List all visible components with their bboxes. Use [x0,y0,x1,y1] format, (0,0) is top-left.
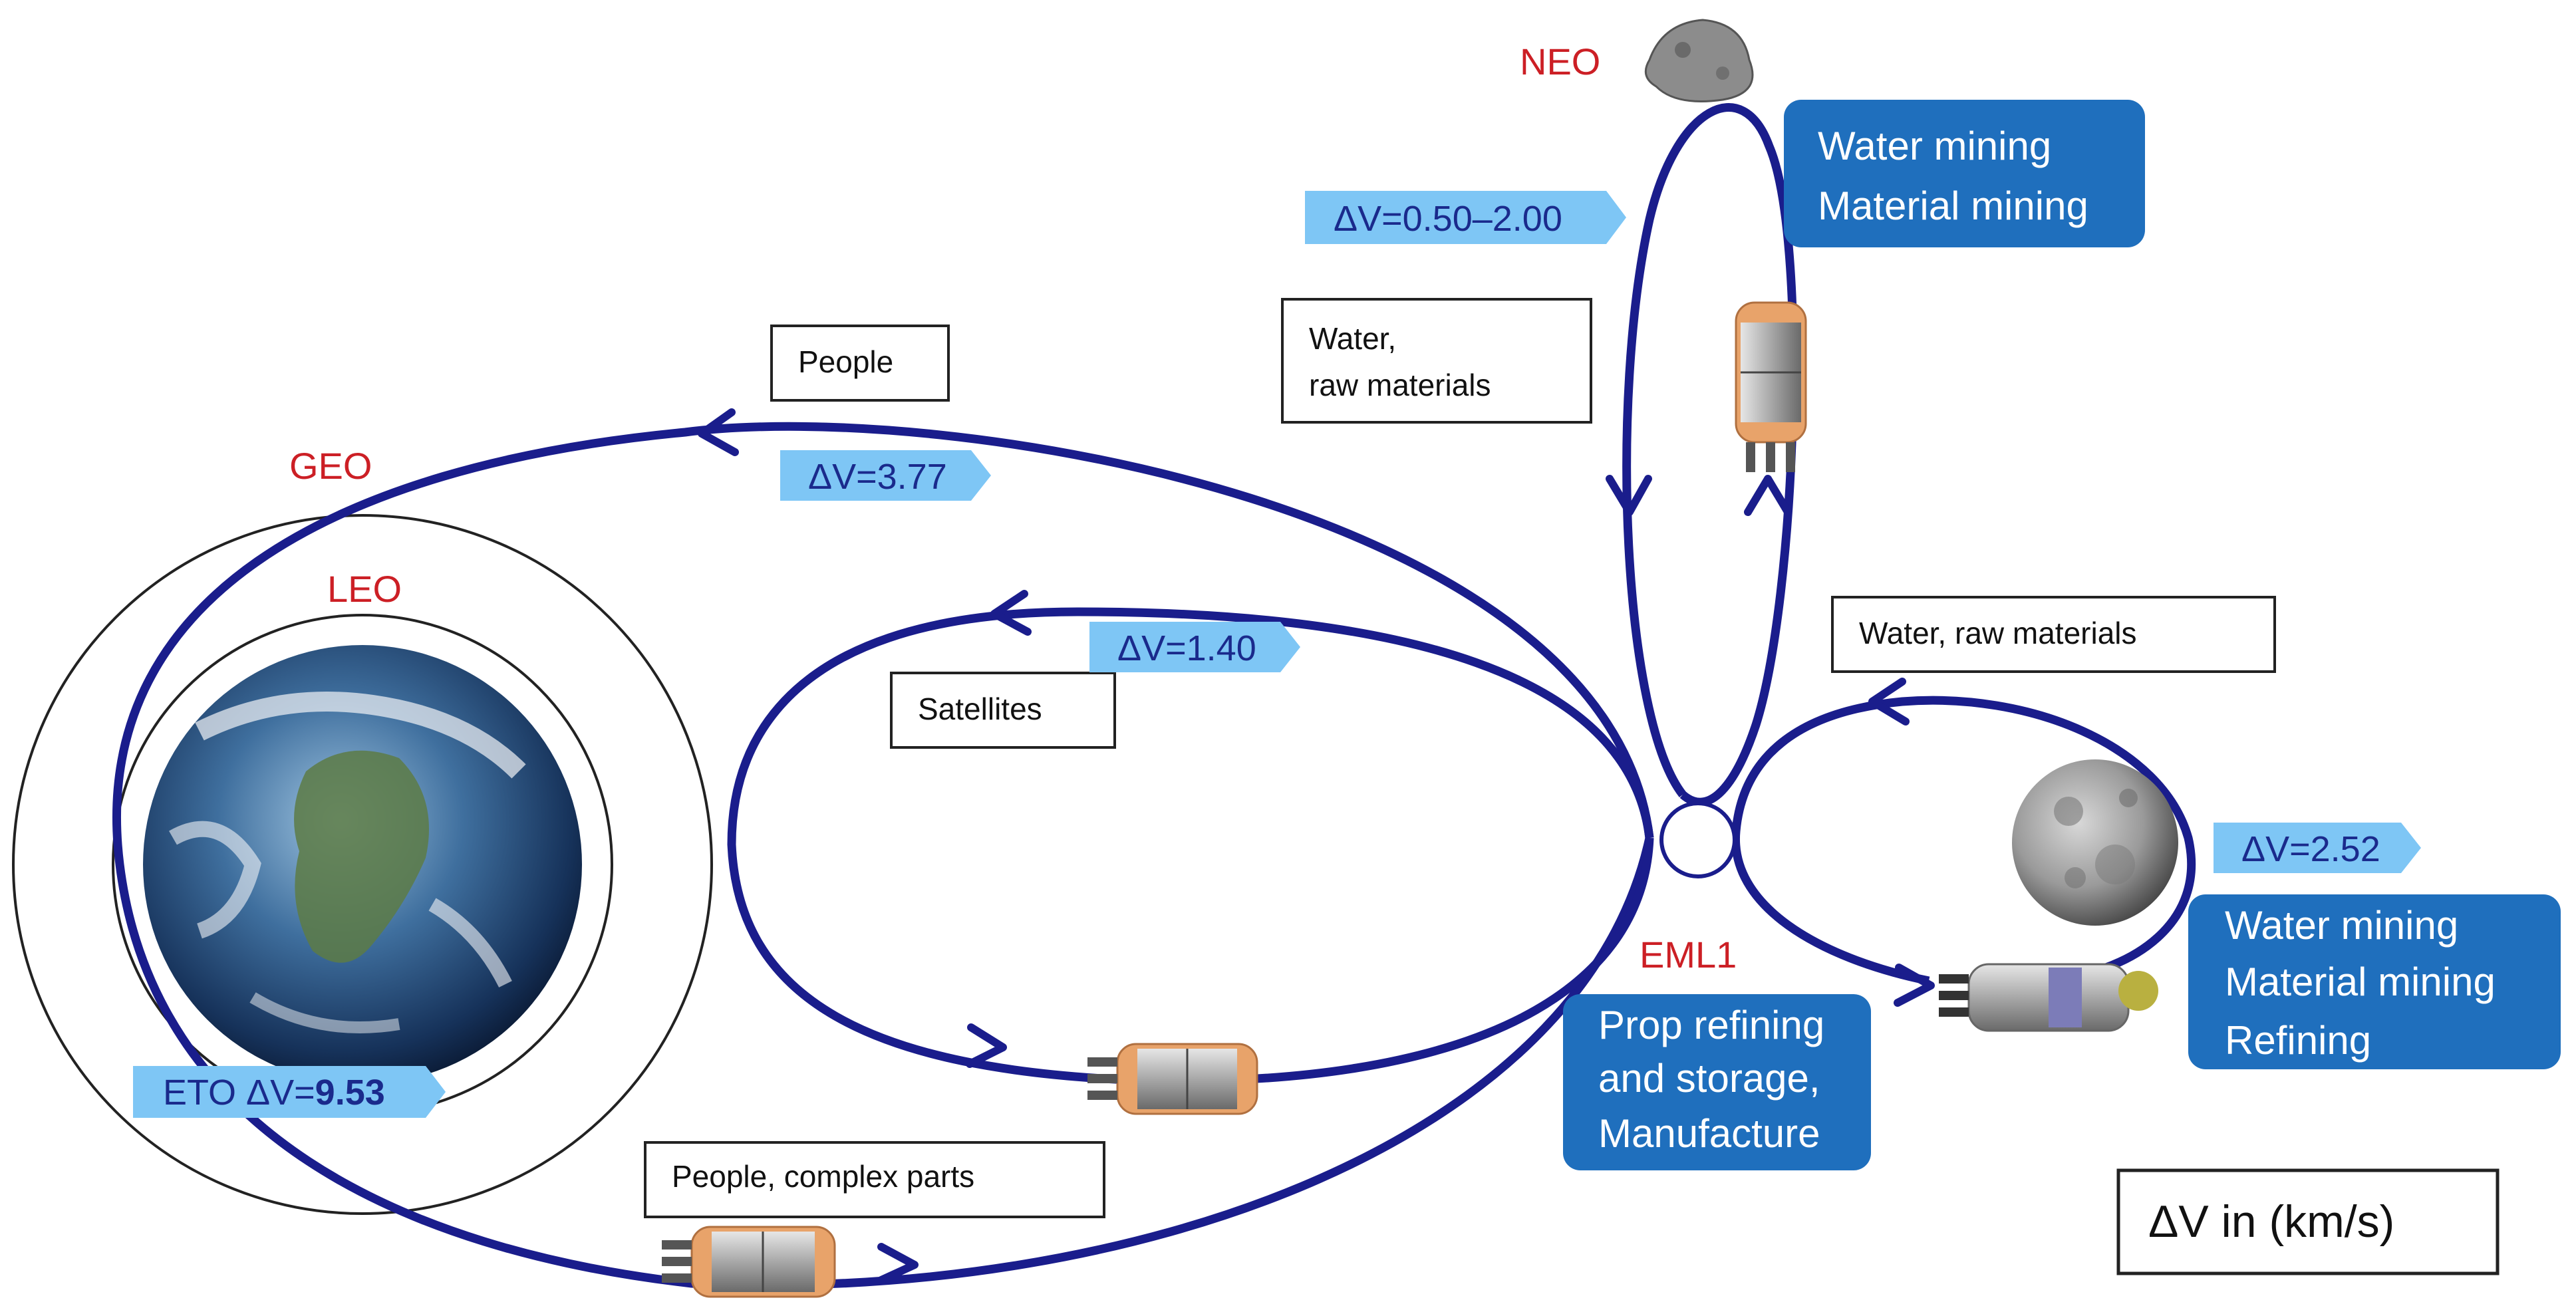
water-raw-moon-box [1831,596,2276,673]
spacecraft-leo-orbit [662,1226,836,1298]
leo-label: LEO [327,568,402,610]
water-raw-moon-label: Water, raw materials [1859,616,2137,650]
eml1-label: EML1 [1640,934,1737,976]
direction-arrows [698,408,1935,1284]
neo-activity-2: Material mining [1818,184,2088,228]
arrow-satellite-out [966,1023,1007,1068]
dv-neo-tag [1305,191,1626,244]
people-box [770,325,950,402]
moon-activity-box [2188,894,2561,1069]
spacecraft-neo-loop [1735,301,1807,472]
spacecraft-lunar [1939,963,2158,1032]
legend-box [2116,1168,2500,1275]
arrow-neo-down [1606,475,1652,516]
eml1-activity-box [1563,994,1871,1170]
neo-activity-box [1784,100,2145,247]
satellites-box [890,672,1116,749]
dv-sat-tag [1089,622,1300,672]
moon [2012,759,2178,926]
neo-activity-1: Water mining [1818,124,2051,168]
arrow-satellite-return [990,590,1032,636]
eml1-activity-1: Prop refining [1598,1003,1824,1047]
dv-moon-tag [2214,823,2421,873]
dv-geo-label: ΔV=3.77 [808,457,947,497]
arrow-geo-return [698,408,739,456]
arrow-neo-up [1744,475,1792,516]
asteroid-neo [1644,19,1754,102]
moon-activity-3: Refining [2225,1018,2371,1063]
arrow-moon-out [1894,964,1935,1007]
eml1-activity-3: Manufacture [1598,1111,1820,1156]
earth [143,645,582,1084]
moon-loop-orbit [1731,696,2196,986]
dv-eto-prefix: ETO ΔV= [163,1073,315,1113]
dv-eto-label: ETO ΔV=9.53 [163,1073,385,1113]
neo-label: NEO [1520,41,1600,82]
satellite-orbit [727,607,1654,1086]
dv-moon-label: ΔV=2.52 [2241,829,2380,869]
moon-activity-2: Material mining [2225,960,2496,1004]
dv-eto-value: 9.53 [315,1073,385,1113]
legend-label: ΔV in (km/s) [2148,1196,2394,1247]
people-complex-label: People, complex parts [672,1159,974,1194]
dv-eto-tag [133,1066,446,1118]
arrow-moon-return [1868,678,1910,725]
people-complex-box [644,1141,1105,1218]
dv-sat-label: ΔV=1.40 [1117,628,1256,668]
water-raw-neo-label-1: Water, [1309,321,1396,356]
arrow-leo-out [877,1243,919,1284]
eml1-node [1659,801,1737,878]
moon-activity-1: Water mining [2225,903,2458,948]
neo-loop-orbit [1622,103,1798,807]
eml1-activity-2: and storage, [1598,1056,1820,1101]
geo-orbit [12,514,713,1215]
water-raw-neo-box [1281,298,1592,424]
satellites-label: Satellites [918,692,1042,726]
water-raw-neo-label-2: raw materials [1309,368,1491,402]
dv-geo-tag [780,450,991,501]
dv-neo-label: ΔV=0.50–2.00 [1334,199,1562,239]
people-label: People [798,344,893,379]
geo-label: GEO [289,445,372,487]
geo-transfer-orbit [112,422,1654,1289]
spacecraft-satellite-orbit [1087,1043,1258,1115]
